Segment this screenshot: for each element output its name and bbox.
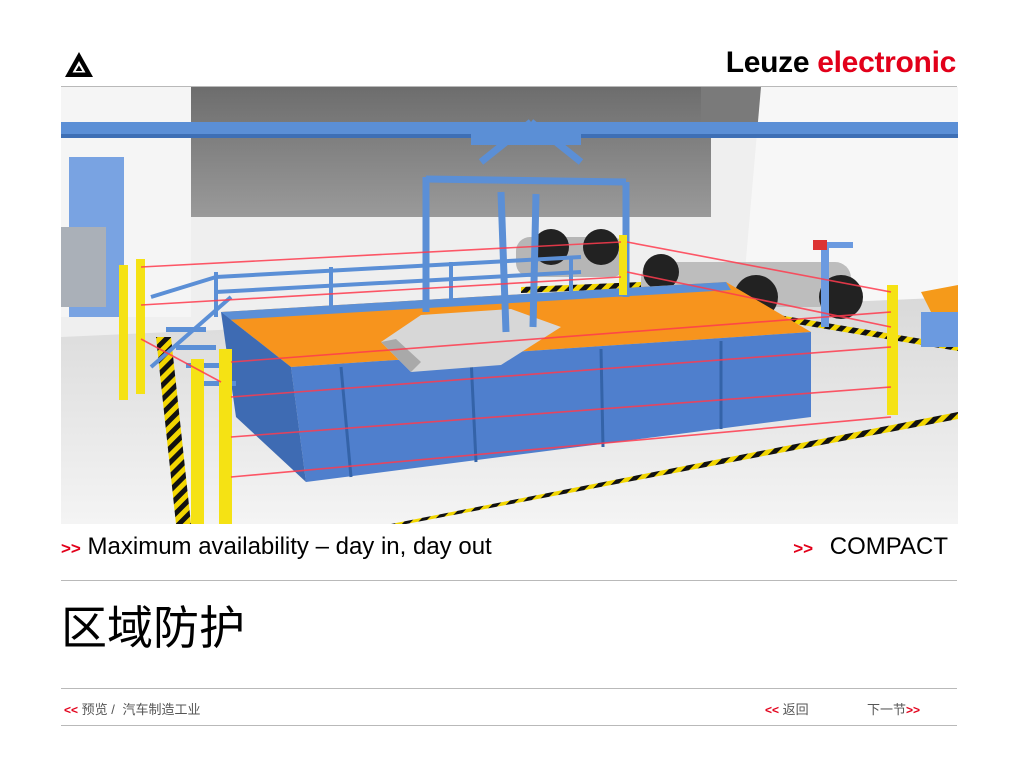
caption-left-text: Maximum availability – day in, day out <box>87 533 492 560</box>
back-arrow-icon: << <box>765 703 780 717</box>
caption-left-arrow-icon: >> <box>61 539 81 558</box>
next-nav[interactable]: 下一节>> <box>867 699 920 718</box>
page-title: 区域防护 <box>61 601 245 655</box>
caption-right-arrow-icon: >> <box>793 539 814 558</box>
caption-right-text[interactable]: COMPACT <box>829 533 948 560</box>
prev-arrow-icon: << <box>64 703 79 717</box>
brand-accent: electronic <box>817 46 956 79</box>
brand-name: Leuze <box>725 46 810 79</box>
caption-left: >> Maximum availability – day in, day ou… <box>61 533 492 561</box>
next-arrow-icon: >> <box>906 703 921 717</box>
next-link[interactable]: 下一节 <box>867 702 907 717</box>
section-link[interactable]: 汽车制造工业 <box>122 702 201 717</box>
footer-divider-top <box>61 688 957 689</box>
leuze-triangle-logo-icon <box>65 52 93 77</box>
back-nav[interactable]: << 返回 <box>765 699 809 718</box>
header-divider <box>61 86 957 87</box>
breadcrumb: << 预览 / 汽车制造工业 <box>64 699 201 718</box>
safety-zone-illustration <box>61 87 958 524</box>
preview-link[interactable]: 预览 / <box>81 702 115 717</box>
back-link[interactable]: 返回 <box>782 702 809 717</box>
footer-divider-bottom <box>61 725 957 726</box>
brand-wordmark: Leuze electronic <box>725 46 957 80</box>
caption-right[interactable]: >> COMPACT <box>793 533 948 561</box>
caption-divider <box>61 580 957 581</box>
